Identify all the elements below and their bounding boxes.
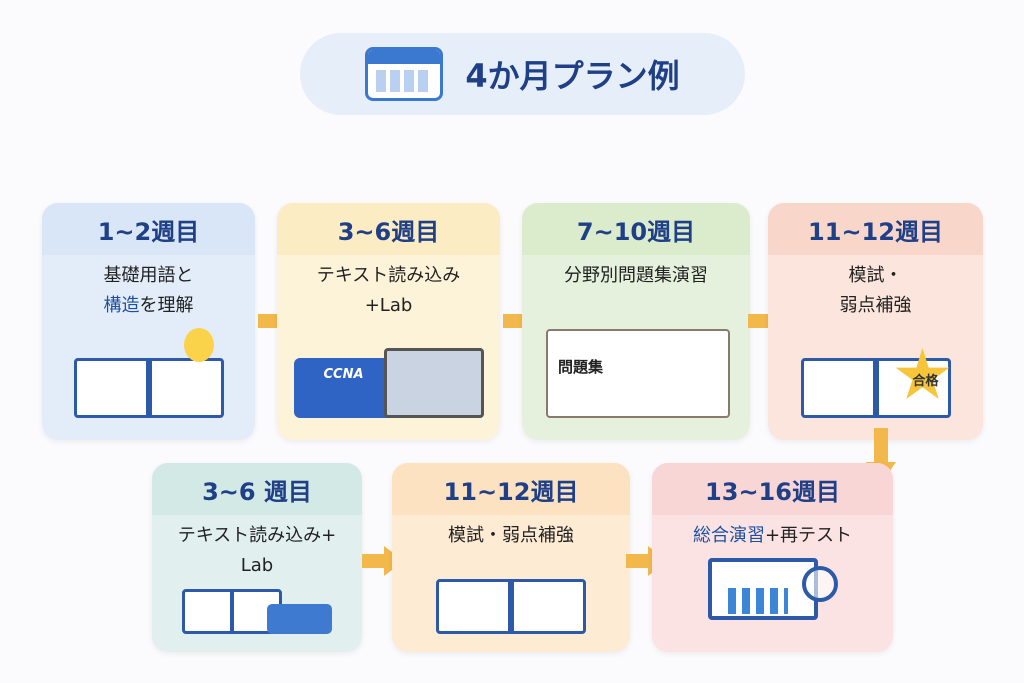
phase-weeks: 1~2週目 bbox=[42, 203, 255, 255]
workbook-illustration: 問題集 bbox=[546, 328, 730, 418]
phase-card-7: 13~16週目 総合演習+再テスト bbox=[652, 463, 893, 652]
ccna-book-laptop-illustration: CCNA bbox=[293, 348, 484, 418]
notebook-pencil-illustration bbox=[436, 579, 586, 634]
workbook-label: 問題集 bbox=[558, 358, 604, 376]
phase-desc: 基礎用語と bbox=[103, 265, 194, 286]
calendar-icon bbox=[365, 47, 444, 101]
phase-desc: を理解 bbox=[139, 295, 194, 316]
phase-weeks: 3~6 週目 bbox=[152, 463, 362, 515]
phase-weeks: 11~12週目 bbox=[768, 203, 983, 255]
pass-star-label: 合格 bbox=[912, 374, 939, 389]
phase-desc: 模試・弱点補強 bbox=[448, 525, 574, 546]
phase-card-2: 3~6週目 テキスト読み込み +Lab CCNA bbox=[277, 203, 500, 440]
phase-weeks: 3~6週目 bbox=[277, 203, 500, 255]
phase-weeks: 13~16週目 bbox=[652, 463, 893, 515]
phase-weeks: 11~12週目 bbox=[392, 463, 630, 515]
phase-weeks: 7~10週目 bbox=[522, 203, 750, 255]
book-router-illustration bbox=[182, 589, 332, 634]
page-title: 4か月プラン例 bbox=[465, 57, 680, 95]
phase-card-4: 11~12週目 模試・弱点補強 合格 bbox=[768, 203, 983, 440]
phase-desc-highlight: 総合演習 bbox=[692, 525, 765, 546]
phase-desc: 分野別問題集演習 bbox=[564, 265, 708, 286]
phase-desc: 弱点補強 bbox=[839, 295, 912, 316]
monitor-chart-magnifier-illustration bbox=[707, 558, 838, 638]
phase-desc: 模試・ bbox=[848, 265, 903, 286]
phase-card-6: 11~12週目 模試・弱点補強 bbox=[392, 463, 630, 652]
phase-card-5: 3~6 週目 テキスト読み込み+ Lab bbox=[152, 463, 362, 652]
title-pill: 4か月プラン例 bbox=[300, 33, 745, 115]
phase-desc: テキスト読み込み+ bbox=[177, 525, 337, 546]
open-book-lightbulb-illustration bbox=[73, 328, 224, 418]
phase-desc-highlight: 構造 bbox=[103, 295, 140, 316]
phase-card-1: 1~2週目 基礎用語と構造を理解 bbox=[42, 203, 255, 440]
phase-desc: テキスト読み込み bbox=[316, 265, 461, 286]
phase-desc: +Lab bbox=[364, 295, 413, 316]
checklist-star-illustration: 合格 bbox=[800, 348, 951, 418]
phase-desc: +再テスト bbox=[764, 525, 853, 546]
book-label: CCNA bbox=[323, 367, 364, 382]
phase-card-3: 7~10週目 分野別問題集演習 問題集 bbox=[522, 203, 750, 440]
phase-desc: Lab bbox=[240, 555, 274, 576]
